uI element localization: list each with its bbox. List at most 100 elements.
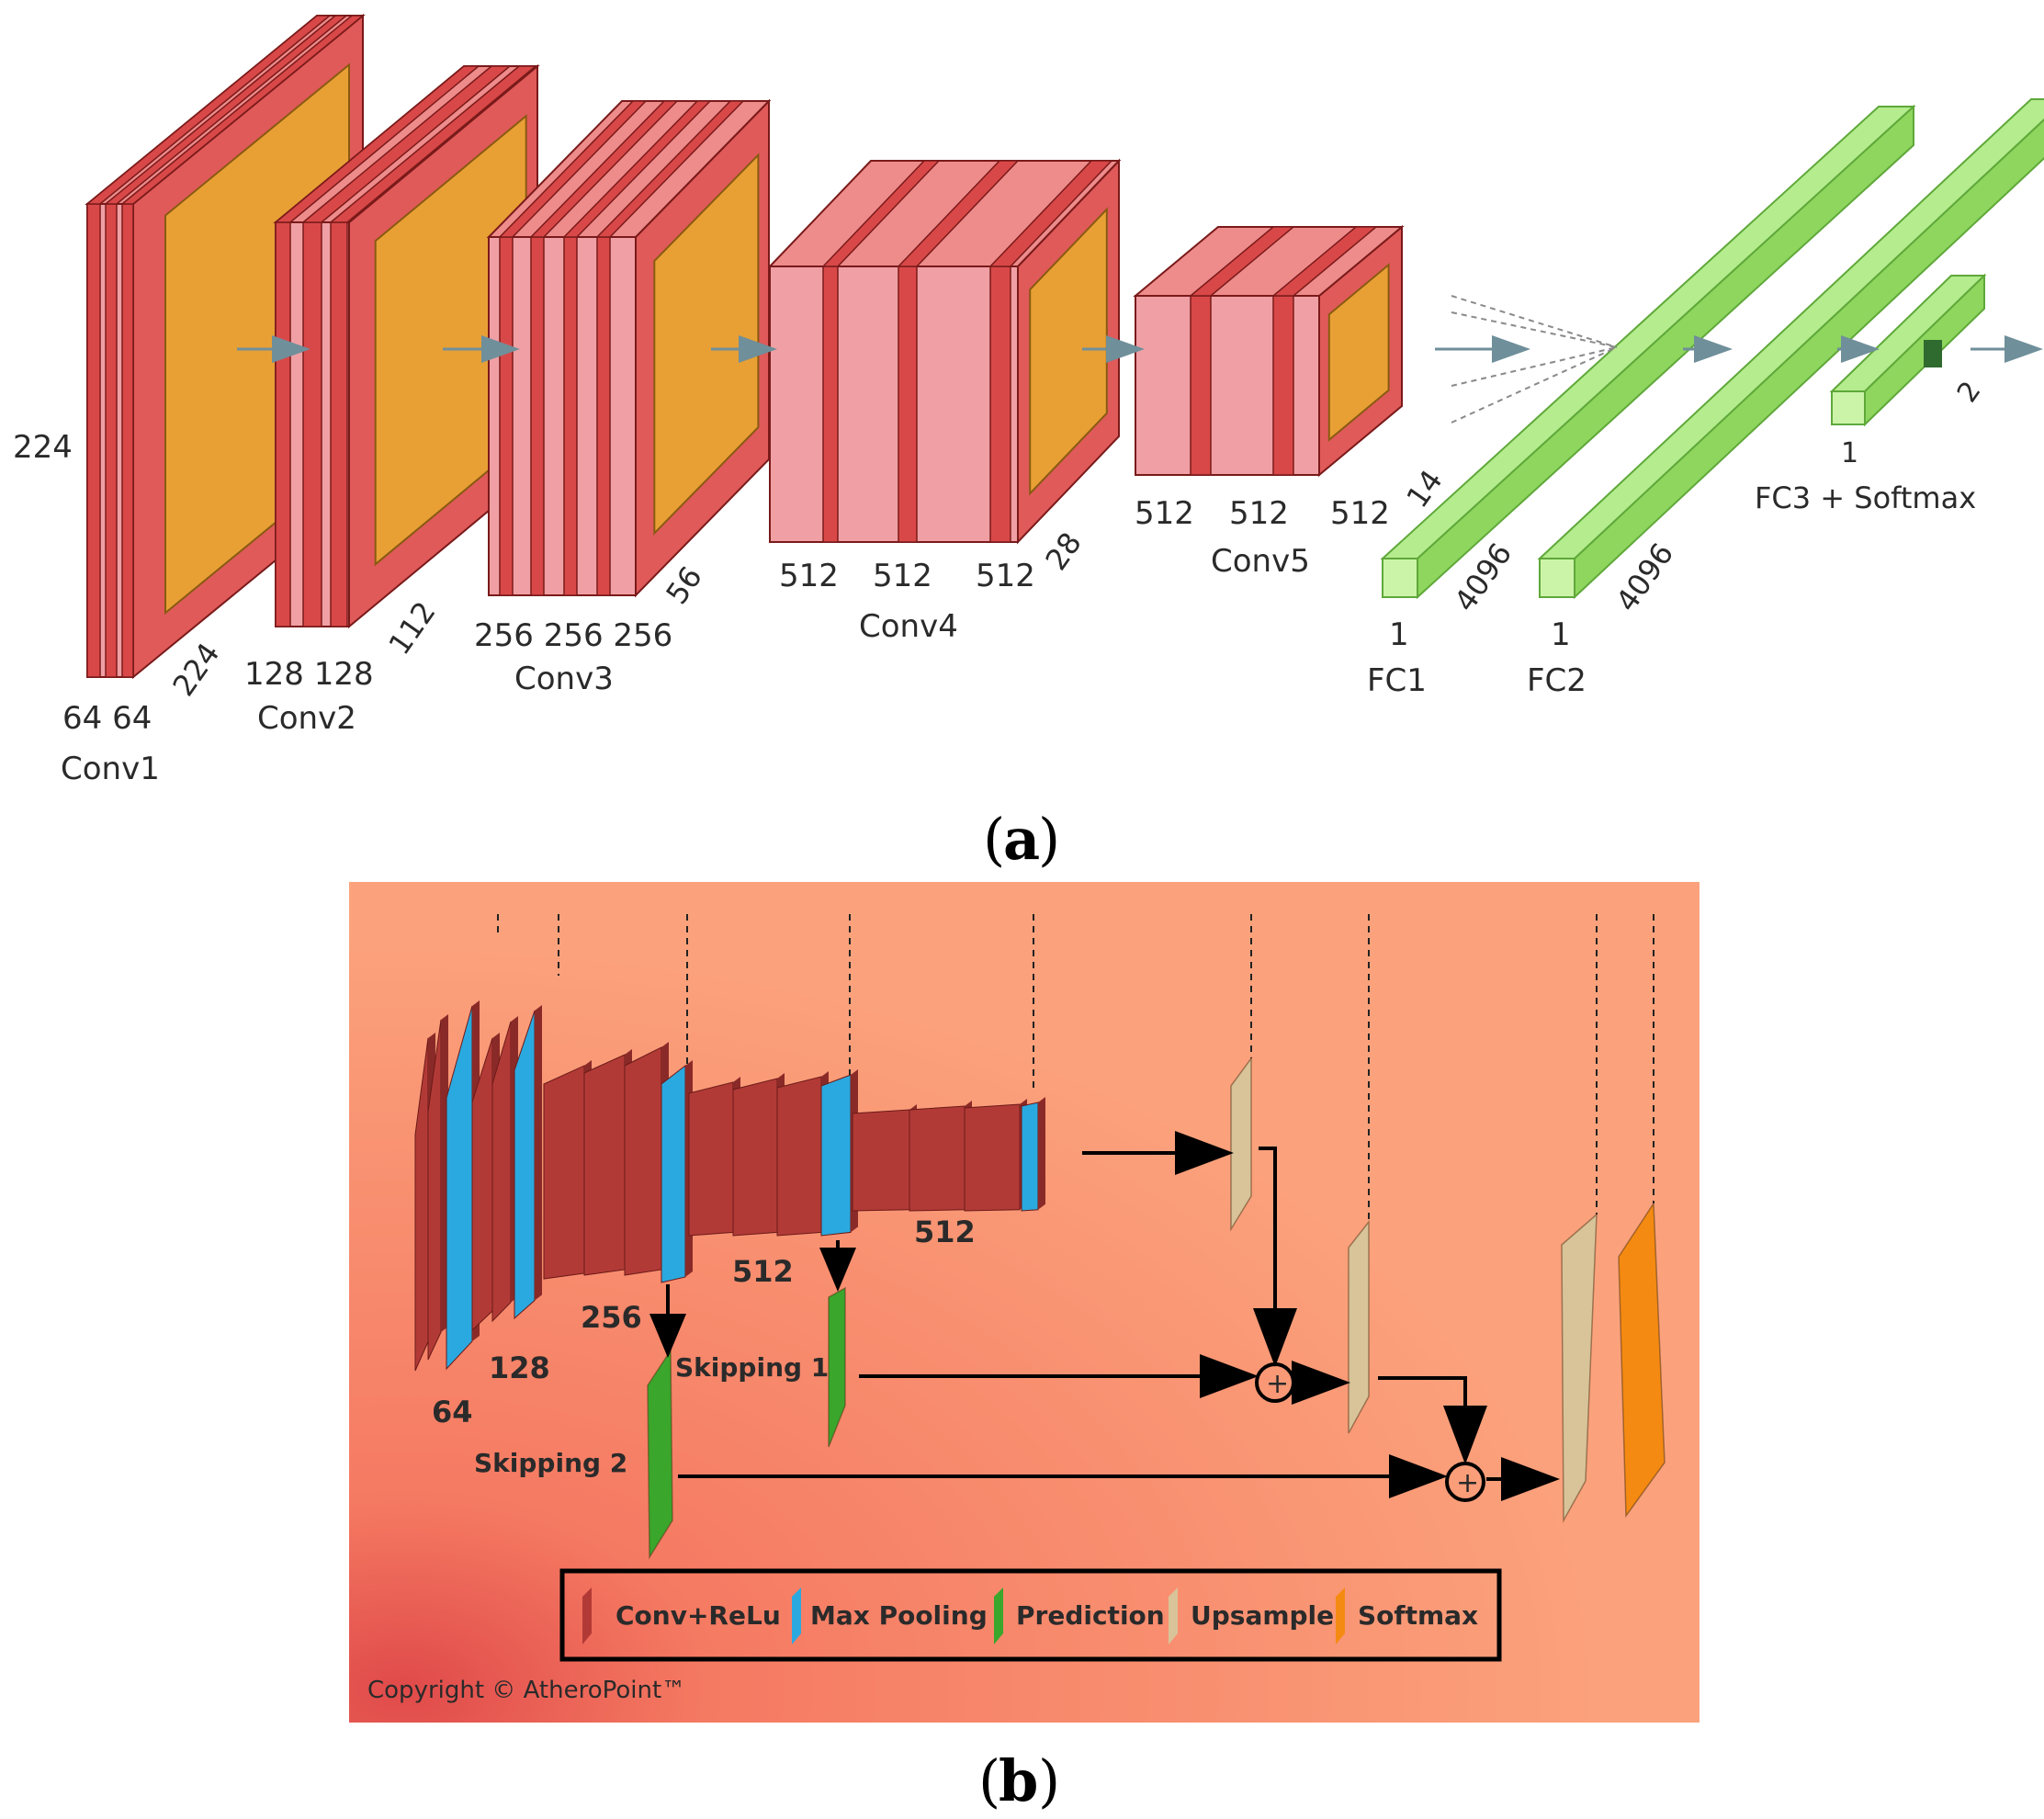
legend: Conv+ReLu Max Pooling Prediction Upsampl… [559, 1568, 1502, 1662]
panel-a-blocks [85, 13, 2044, 680]
fc3-width-label: 2 [1951, 376, 1988, 409]
conv4-block-front-face [769, 266, 1019, 543]
conv1-block-slab-2 [105, 203, 118, 678]
conv-slab-5a [852, 1104, 917, 1212]
panel-b-guide-lines [497, 914, 1654, 1222]
legend-label-prediction: Prediction [1016, 1600, 1165, 1631]
conv2-block-slab-2 [302, 221, 322, 627]
pool-slab-5-face [1021, 1102, 1039, 1212]
conv4-block-slab-2 [898, 266, 918, 543]
svg-text:+: + [1456, 1467, 1479, 1499]
panel-b-caption: ( b ) [978, 1747, 1060, 1814]
panel-a-caption-letter: a [1003, 806, 1040, 873]
projection-line-1 [1451, 295, 1618, 348]
arrow-upsample2-to-plus2 [1378, 1376, 1487, 1464]
upsample-block-1 [1230, 1056, 1252, 1232]
conv3-block-slab-4 [596, 236, 611, 596]
conv-slab-3c-face [624, 1046, 662, 1276]
conv5-filter-2-label: 512 [1229, 495, 1289, 532]
conv1-size-label: 224 [165, 637, 226, 703]
skipping-1-label: Skipping 1 [675, 1352, 829, 1383]
conv5-block-slab-1 [1190, 295, 1212, 476]
conv-slab-3a-face [543, 1065, 585, 1280]
input-size-label: 224 [13, 429, 73, 466]
conv-slab-4b-face [732, 1078, 778, 1237]
fc1-bar-side [1417, 104, 1914, 600]
conv4-filter-2-label: 512 [873, 558, 932, 594]
legend-label-softmax: Softmax [1358, 1600, 1478, 1631]
conv-slab-3b-face [583, 1054, 626, 1276]
projection-line-3 [1451, 346, 1618, 387]
svg-text:(: ( [978, 1747, 1000, 1814]
conv5-filter-1-label: 512 [1135, 495, 1194, 532]
legend-swatch-1 [582, 1587, 592, 1644]
fc2-name-label: FC2 [1527, 662, 1587, 699]
fc1-bar-front [1382, 558, 1418, 598]
conv-slab-5a-face [852, 1109, 910, 1212]
stage-label-512-b: 512 [914, 1215, 976, 1249]
legend-box [559, 1568, 1502, 1662]
conv5-block-slab-top-1 [1188, 226, 1296, 297]
pool-slab-3 [661, 1060, 693, 1283]
conv-slab-5c-face [964, 1103, 1021, 1212]
conv3-block-slab-1 [499, 236, 514, 596]
upsample-block-3 [1561, 1213, 1598, 1523]
stage-label-256: 256 [581, 1300, 642, 1335]
fc3-bar-front [1831, 390, 1866, 425]
conv5-block-slab-top-2 [1270, 226, 1379, 297]
conv-slab-4a-face [688, 1081, 734, 1237]
conv2-name-label: Conv2 [257, 700, 356, 737]
conv2-block-slab-top-3 [328, 65, 538, 223]
softmax-output-unit [1924, 340, 1942, 367]
copyright-text: Copyright © AtheroPoint™ [367, 1677, 685, 1704]
conv-slab-5b-face [909, 1105, 966, 1212]
pool-slab-3-face [661, 1064, 686, 1283]
plus-node-2: + [1445, 1462, 1485, 1502]
fc2-bar-front [1539, 558, 1575, 598]
conv5-name-label: Conv5 [1211, 543, 1310, 580]
conv4-block-slab-1 [822, 266, 839, 543]
pool-slab-5 [1021, 1097, 1045, 1212]
panel-b-flow [647, 1056, 1666, 1560]
conv2-block-slab-1 [275, 221, 291, 627]
panel-a-caption: ( a ) [983, 806, 1060, 873]
conv3-block-slab-top-2 [529, 100, 679, 238]
conv4-filter-3-label: 512 [976, 558, 1035, 594]
legend-swatch-3 [994, 1587, 1003, 1644]
conv1-filters-label: 64 64 [62, 700, 152, 737]
conv4-block-feature-map [1029, 207, 1108, 496]
projection-line-2 [1451, 311, 1618, 348]
conv2-filters-label: 128 128 [244, 656, 374, 693]
fc2-bar [1537, 98, 2044, 600]
panel-a-connectors [237, 295, 2043, 424]
conv3-block-feature-map [653, 153, 760, 536]
legend-swatch-5 [1336, 1587, 1345, 1644]
conv3-block-slab-3 [563, 236, 578, 596]
conv5-filter-3-label: 512 [1330, 495, 1390, 532]
conv3-filters-label: 256 256 256 [474, 617, 672, 654]
conv1-block-slab-1 [86, 203, 101, 678]
stage-label-128: 128 [489, 1350, 550, 1385]
skipping-2-label: Skipping 2 [474, 1448, 627, 1478]
conv3-block-slab-top-3 [562, 100, 712, 238]
conv2-block-slab-3 [330, 221, 348, 627]
legend-swatch-4 [1169, 1587, 1178, 1644]
arrow-upsample1-to-plus1 [1253, 1147, 1297, 1367]
conv1-block-slab-3 [121, 203, 134, 678]
svg-text:): ) [1038, 806, 1060, 873]
conv1-name-label: Conv1 [61, 751, 160, 787]
fc3-depth-label: 1 [1841, 437, 1858, 469]
legend-label-conv-relu: Conv+ReLu [615, 1600, 781, 1631]
fc3-name-label: FC3 + Softmax [1755, 480, 1976, 515]
prediction-skip-2 [647, 1348, 673, 1560]
conv1-block-slab-top-3 [119, 15, 366, 205]
conv4-size-label: 28 [1038, 525, 1088, 576]
conv2-size-label: 112 [381, 595, 442, 661]
conv1-block-slab-top-1 [85, 15, 333, 205]
svg-text:+: + [1266, 1368, 1289, 1400]
conv4-block [767, 158, 1122, 545]
conv-slab-4c-face [776, 1076, 822, 1237]
conv4-block-slab-top-2 [897, 160, 1020, 267]
fc1-depth-label: 1 [1389, 616, 1409, 653]
conv-slab-5b [909, 1101, 972, 1212]
